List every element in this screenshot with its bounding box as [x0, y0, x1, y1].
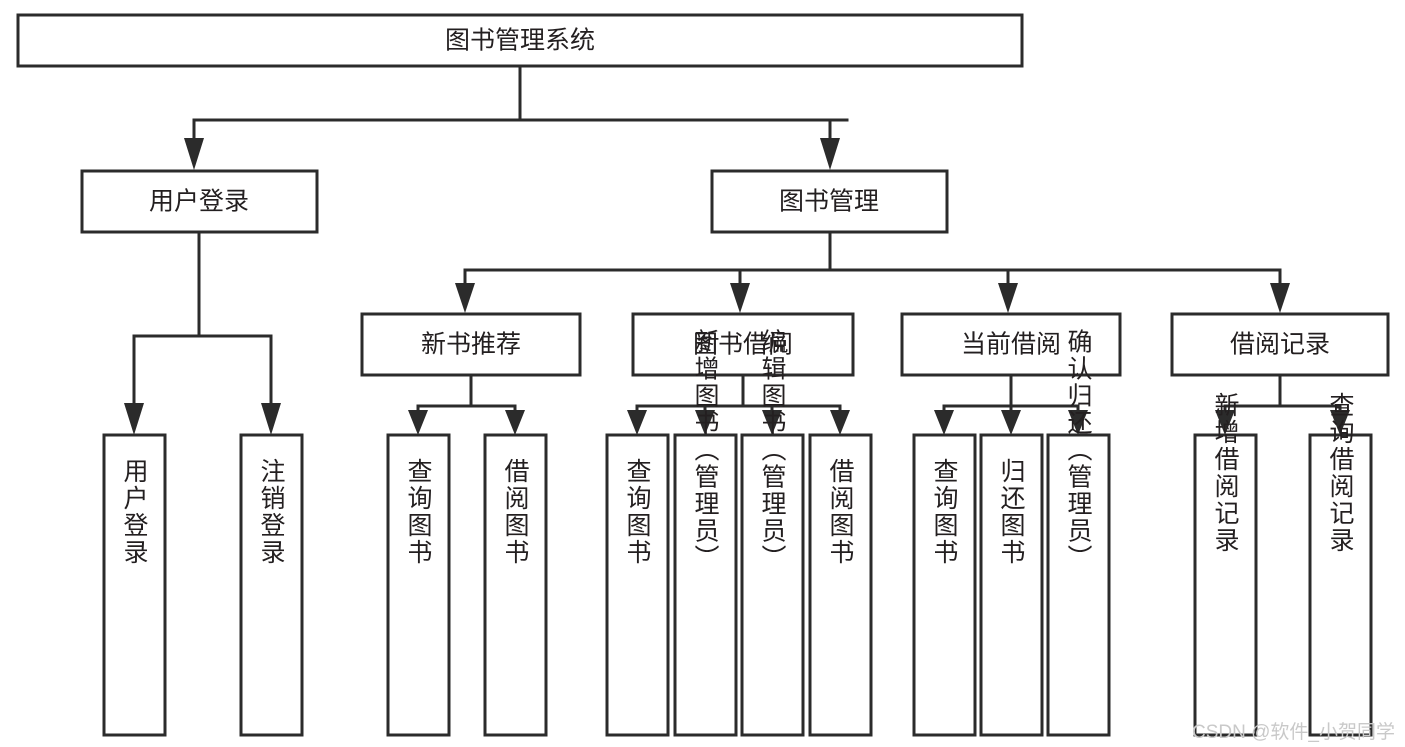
node-root-box[interactable] [16, 13, 1024, 68]
node-leaf-logout-login[interactable]: 注销登录 [239, 433, 304, 737]
connector-book-borrow-to-leaves [627, 373, 850, 435]
arrow-head-new-book [455, 283, 475, 313]
node-leaf-return-book-label: 归还图书 [997, 458, 1026, 566]
arrow-head-book-borrow [730, 283, 750, 313]
node-leaf-borrow-book-1-box[interactable] [483, 433, 548, 737]
node-leaf-user-login-label: 用户登录 [120, 458, 149, 566]
arrow-head-br2 [1330, 410, 1350, 435]
node-leaf-add-book-label: 新增图书（管理员） [691, 329, 720, 572]
node-book-manage-label: 图书管理 [779, 188, 879, 216]
arrow-head-bb4 [830, 410, 850, 435]
node-root[interactable]: 图书管理系统 [16, 13, 1024, 68]
node-leaf-query-book-3[interactable]: 查询图书 [912, 433, 977, 737]
connector-book-manage-to-level3 [455, 230, 1290, 313]
arrow-head-leaf-logout [261, 403, 281, 435]
node-user-login[interactable]: 用户登录 [80, 169, 319, 234]
arrow-head-br1 [1215, 410, 1235, 435]
node-leaf-query-book-1[interactable]: 查询图书 [386, 433, 451, 737]
node-user-login-label: 用户登录 [149, 188, 249, 216]
arrow-head-user-login [184, 138, 204, 170]
arrow-head-book-manage [820, 138, 840, 170]
connector-new-book-to-leaves [408, 373, 525, 435]
node-leaf-query-book-2-box[interactable] [605, 433, 670, 737]
arrow-head-current-borrow [998, 283, 1018, 313]
arrow-head-bb3 [762, 410, 782, 435]
node-user-login-box[interactable] [80, 169, 319, 234]
node-leaf-add-record[interactable]: 新增借阅记录 [1193, 392, 1258, 737]
connector-root-to-level2 [184, 64, 849, 170]
node-leaf-add-record-label: 新增借阅记录 [1211, 392, 1240, 554]
node-leaf-edit-book[interactable]: 编辑图书（管理员） [740, 329, 805, 737]
node-leaf-user-login[interactable]: 用户登录 [102, 433, 167, 737]
node-leaf-query-record[interactable]: 查询借阅记录 [1308, 392, 1373, 737]
node-current-borrow-label: 当前借阅 [961, 331, 1061, 359]
arrow-head-nb1 [408, 410, 428, 435]
node-leaf-add-record-box[interactable] [1193, 433, 1258, 737]
csdn-watermark: CSDN @软件_小贺同学 [1192, 721, 1395, 743]
node-leaf-query-book-3-label: 查询图书 [930, 458, 959, 566]
node-book-borrow-label: 图书借阅 [693, 331, 793, 359]
node-leaf-confirm-return[interactable]: 确认归还（管理员） [1046, 329, 1111, 737]
node-leaf-borrow-book-2-label: 借阅图书 [826, 458, 855, 566]
arrow-head-cb1 [934, 410, 954, 435]
node-new-book-recommend-box[interactable] [360, 312, 582, 377]
connector-borrow-record-to-leaves [1215, 373, 1350, 435]
node-leaf-query-book-1-label: 查询图书 [404, 458, 433, 566]
node-leaf-borrow-book-2-box[interactable] [808, 433, 873, 737]
node-leaf-return-book-box[interactable] [979, 433, 1044, 737]
node-book-manage[interactable]: 图书管理 [710, 169, 949, 234]
node-leaf-return-book[interactable]: 归还图书 [979, 433, 1044, 737]
connector-user-login-to-leaves [124, 230, 281, 435]
node-leaf-edit-book-box[interactable] [740, 433, 805, 737]
node-new-book-recommend[interactable]: 新书推荐 [360, 312, 582, 377]
node-leaf-user-login-box[interactable] [102, 433, 167, 737]
node-leaf-query-record-box[interactable] [1308, 433, 1373, 737]
node-leaf-add-book[interactable]: 新增图书（管理员） [673, 329, 738, 737]
node-leaf-query-record-label: 查询借阅记录 [1326, 392, 1355, 554]
node-borrow-record-box[interactable] [1170, 312, 1390, 377]
arrow-head-leaf-user-login [124, 403, 144, 435]
node-book-borrow-box[interactable] [631, 312, 855, 377]
node-new-book-recommend-label: 新书推荐 [421, 331, 521, 359]
arrow-head-cb2 [1001, 410, 1021, 435]
node-leaf-logout-login-box[interactable] [239, 433, 304, 737]
node-leaf-edit-book-label: 编辑图书（管理员） [758, 329, 787, 572]
node-current-borrow-box[interactable] [900, 312, 1122, 377]
arrow-head-borrow-record [1270, 283, 1290, 313]
node-leaf-query-book-2[interactable]: 查询图书 [605, 433, 670, 737]
node-book-borrow[interactable]: 图书借阅 [631, 312, 855, 377]
node-leaf-query-book-1-box[interactable] [386, 433, 451, 737]
arrow-head-cb3 [1068, 410, 1088, 435]
node-leaf-query-book-2-label: 查询图书 [623, 458, 652, 566]
node-leaf-borrow-book-1[interactable]: 借阅图书 [483, 433, 548, 737]
node-current-borrow[interactable]: 当前借阅 [900, 312, 1122, 377]
node-book-manage-box[interactable] [710, 169, 949, 234]
node-leaf-confirm-return-box[interactable] [1046, 433, 1111, 737]
node-leaf-query-book-3-box[interactable] [912, 433, 977, 737]
arrow-head-nb2 [505, 410, 525, 435]
node-leaf-borrow-book-1-label: 借阅图书 [501, 458, 530, 566]
node-root-label: 图书管理系统 [445, 27, 595, 55]
node-leaf-logout-login-label: 注销登录 [257, 458, 286, 566]
node-leaf-confirm-return-label: 确认归还（管理员） [1064, 329, 1093, 572]
node-leaf-borrow-book-2[interactable]: 借阅图书 [808, 433, 873, 737]
connector-current-borrow-to-leaves [934, 373, 1088, 435]
node-leaf-add-book-box[interactable] [673, 433, 738, 737]
node-borrow-record-label: 借阅记录 [1230, 331, 1330, 359]
arrow-head-bb2 [695, 410, 715, 435]
node-borrow-record[interactable]: 借阅记录 [1170, 312, 1390, 377]
arrow-head-bb1 [627, 410, 647, 435]
